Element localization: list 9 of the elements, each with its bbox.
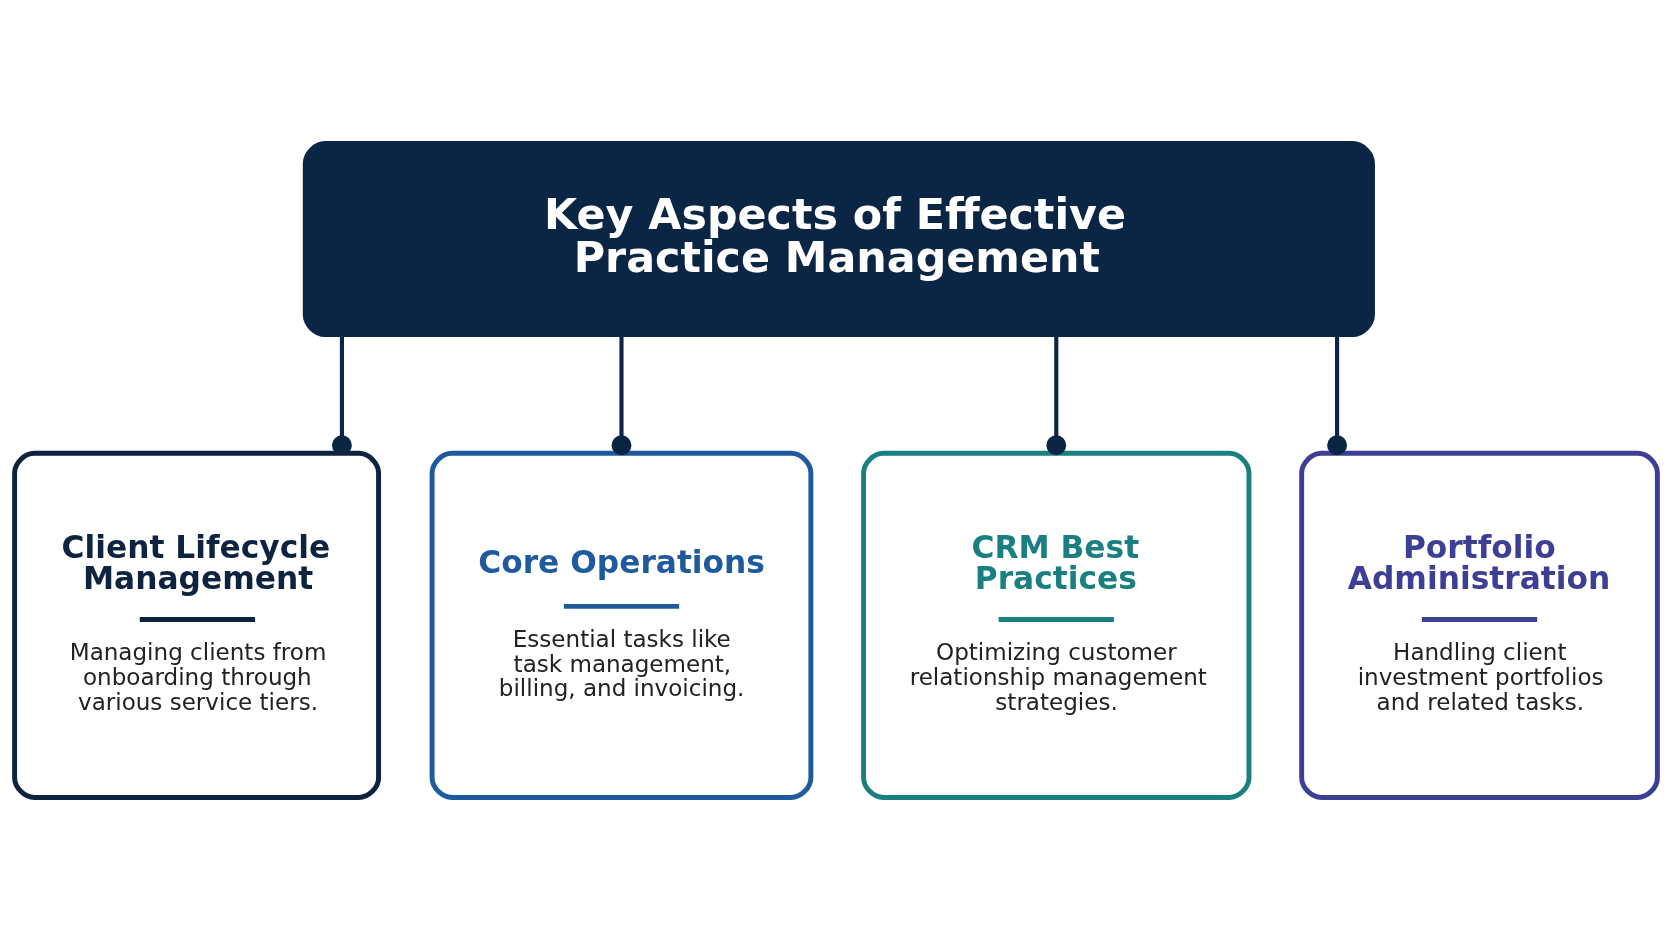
connector [331, 335, 352, 456]
node-box: CRM Best Practices Optimizing customer relationship management strategies. [861, 450, 1252, 800]
node-box: Core Operations Essential tasks like task management, billing, and invoicing. [429, 450, 814, 800]
connector [1046, 335, 1067, 456]
connector [1327, 335, 1348, 456]
node-box: Key Aspects of Effective Practice Management [302, 141, 1375, 338]
node-box: Portfolio Administration Handling client investment portfolios and related tasks. [1299, 450, 1660, 800]
node-box: Client Lifecycle Management Managing clients from onboarding through various service tiers. [12, 450, 382, 800]
connector [611, 335, 632, 456]
